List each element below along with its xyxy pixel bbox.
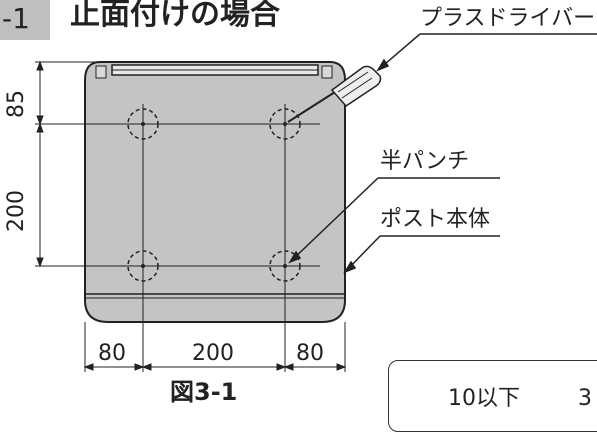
dim-left-80: 80 — [98, 341, 126, 366]
screwdriver — [287, 65, 382, 123]
half-punch-label: 半パンチ — [380, 149, 470, 174]
leader-lines — [288, 33, 597, 274]
table-cell-2: 3 — [578, 386, 592, 411]
diagram-drawing — [35, 33, 597, 372]
screwdriver-label: プラスドライバー — [420, 6, 596, 31]
section-number: -1 — [2, 2, 30, 35]
post-body-label: ポスト本体 — [380, 207, 491, 232]
dim-right-80: 80 — [296, 341, 324, 366]
dim-center-200: 200 — [192, 341, 234, 366]
figure-caption: 図3-1 — [170, 378, 238, 406]
dim-vertical-200: 200 — [4, 190, 29, 232]
table-cell-1: 10以下 — [448, 386, 520, 411]
left-dimensions — [35, 60, 95, 268]
hole-guides — [35, 104, 320, 372]
section-title: 止面付けの場合 — [70, 0, 280, 32]
post-body — [84, 61, 346, 323]
mounting-holes — [127, 108, 301, 282]
section-number-box: -1 — [0, 0, 50, 40]
dim-top-85: 85 — [4, 90, 29, 118]
bottom-dimensions — [83, 322, 347, 372]
